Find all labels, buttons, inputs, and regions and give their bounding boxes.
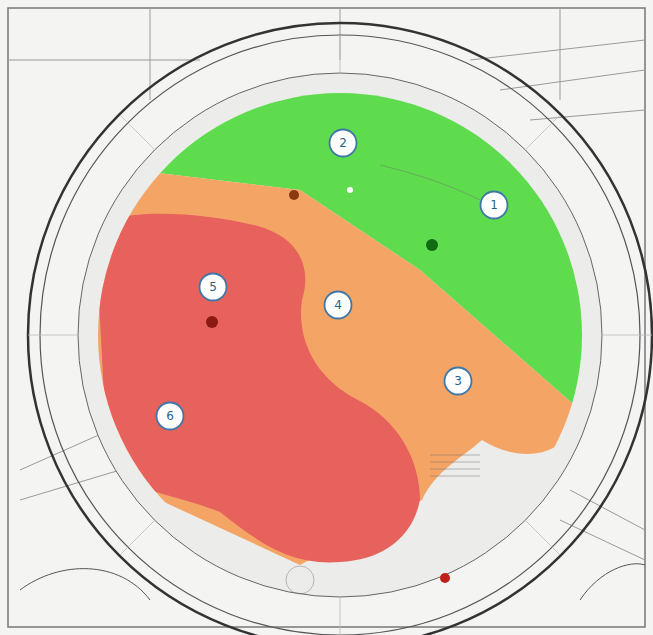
callout-number: 1 (490, 199, 498, 211)
callout-circle: 2 (328, 128, 358, 158)
outer-wall (40, 35, 640, 635)
callout-circle-shape (157, 403, 184, 430)
callout-circle: 1 (479, 190, 509, 220)
orange-zone (95, 172, 580, 565)
callout-circle-shape (330, 130, 357, 157)
radial-lines (28, 35, 652, 635)
callout-circle: 4 (323, 290, 353, 320)
callout-number: 5 (209, 281, 217, 293)
inner-ring (78, 73, 602, 597)
callout-circle: 6 (155, 401, 185, 431)
plan-lines (8, 8, 645, 627)
callout-circle-shape (200, 274, 227, 301)
callout-circle-shape (481, 192, 508, 219)
zones (90, 90, 600, 577)
callout-number: 4 (334, 299, 342, 311)
callout-circle-shape (325, 292, 352, 319)
callout-circle-shape (445, 368, 472, 395)
red-zone (95, 214, 420, 563)
callout-circle: 5 (198, 272, 228, 302)
callout-number: 2 (339, 137, 347, 149)
outer-wall (28, 23, 652, 635)
callout-circle: 3 (443, 366, 473, 396)
marks (206, 187, 450, 583)
plan-details (286, 165, 480, 594)
callout-number: 3 (454, 375, 462, 387)
callout-number: 6 (166, 410, 174, 422)
